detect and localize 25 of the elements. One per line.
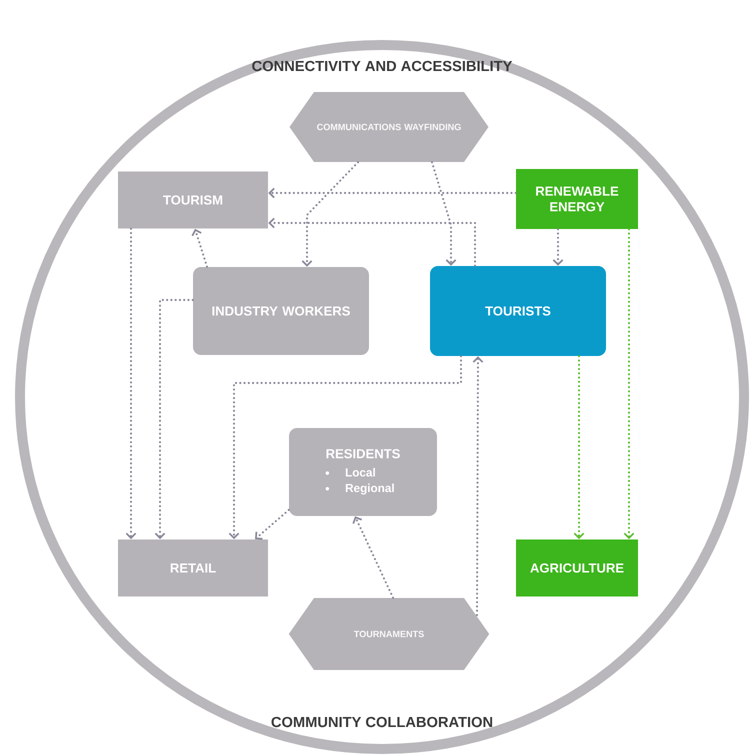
arrow <box>352 516 394 599</box>
process-box: TOURISTS <box>430 266 606 356</box>
arrow <box>154 298 194 540</box>
arrow <box>552 228 564 266</box>
arrow <box>574 355 584 540</box>
hexagon-box: TOURNAMENTS <box>288 598 490 670</box>
process-box: RESIDENTS Local Regional <box>289 428 437 516</box>
process-box: INDUSTRY WORKERS <box>193 267 369 355</box>
arrow <box>430 161 456 266</box>
arrow <box>268 188 517 198</box>
arrow <box>302 161 360 267</box>
arrow <box>126 228 136 540</box>
process-box: RETAIL <box>118 539 268 597</box>
process-box: RENEWABLE ENERGY <box>516 169 638 229</box>
arrow <box>472 356 484 616</box>
arrow <box>624 228 634 540</box>
ring-label: COMMUNITY COLLABORATION <box>272 716 492 728</box>
hexagon-box: COMMUNICATIONS WAYFINDING <box>290 92 489 162</box>
arrow <box>192 228 208 268</box>
ring-label: CONNECTIVITY AND ACCESSIBILITY <box>252 60 512 72</box>
process-box: AGRICULTURE <box>516 539 638 597</box>
arrow <box>268 218 476 267</box>
arrow <box>255 508 290 540</box>
arrow <box>228 355 462 540</box>
process-box: TOURISM <box>118 171 268 229</box>
